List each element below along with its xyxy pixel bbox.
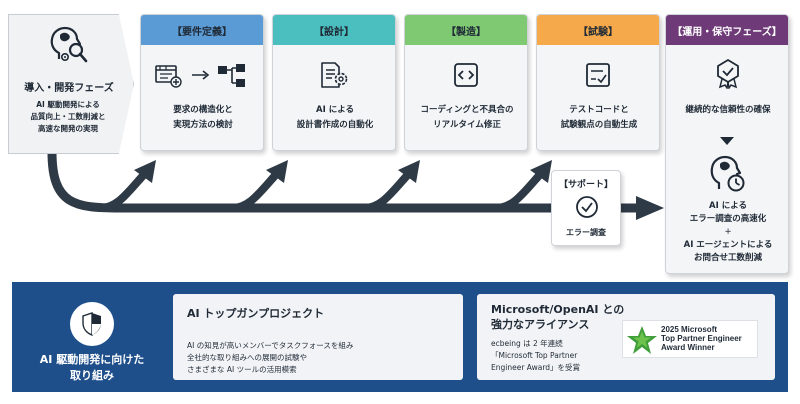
ai-head-clock-icon	[708, 153, 748, 193]
ai-head-search-icon	[45, 23, 89, 67]
branch-arrowhead-2	[266, 160, 288, 183]
branch-arrow-3	[363, 167, 415, 212]
flowchart-icon	[141, 59, 263, 91]
card-body: ecbeing は 2 年連続 「Microsoft Top Partner E…	[491, 339, 581, 372]
phase-header: 【製造】	[405, 15, 527, 45]
intro-box: 導入・開発フェーズ AI 駆動開発による 品質向上・工数削減と 高速な開発の実現	[8, 14, 134, 154]
intro-title: 導入・開発フェーズ	[24, 83, 114, 94]
banner-title: AI 駆動開発に向けた 取り組み	[39, 353, 145, 382]
phase-header: 【運用・保守フェーズ】	[666, 15, 788, 45]
phase-design: 【設計】 AI による 設計書作成の自動化	[272, 14, 396, 151]
phase-header: 【要件定義】	[141, 15, 263, 45]
operations-line1: 継続的な信頼性の確保	[685, 105, 771, 115]
phase-description: 要求の構造化と 実現方法の検討	[173, 105, 233, 130]
check-circle-icon	[575, 195, 599, 219]
operations-lines2: AI による エラー調査の高速化 + AI エージェントによる お問合せ工数削減	[683, 201, 773, 263]
branch-arrowhead-1	[134, 160, 156, 183]
topgun-project-card: AI トップガンプロジェクト AI の知見が高いメンバーでタスクフォースを組み …	[173, 294, 463, 380]
card-title: AI トップガンプロジェクト	[187, 307, 325, 320]
code-icon	[405, 59, 527, 91]
phase-requirements: 【要件定義】 要求の構造化と 実現方法の検討	[140, 14, 264, 151]
phase-description: コーディングと不具合の リアルタイム修正	[420, 105, 514, 130]
phase-header: 【設計】	[273, 15, 395, 45]
branch-arrowhead-3	[398, 160, 420, 183]
branch-arrow-1	[99, 167, 151, 212]
document-gear-icon	[273, 59, 395, 91]
support-header: 【サポート】	[558, 180, 613, 190]
support-label: エラー調査	[566, 228, 606, 237]
phase-testing: 【試験】 テストコードと 試験観点の自動生成	[536, 14, 660, 151]
card-title: Microsoft/OpenAI との 強力なアライアンス	[491, 303, 625, 331]
support-box: 【サポート】 エラー調査	[551, 170, 621, 246]
main-flow-arrowhead	[636, 196, 664, 220]
shield-icon	[70, 302, 114, 346]
phase-description: AI による 設計書作成の自動化	[296, 105, 374, 130]
intro-description: AI 駆動開発による 品質向上・工数削減と 高速な開発の実現	[30, 100, 106, 133]
award-badge: 2025 Microsoft Top Partner Engineer Awar…	[622, 320, 758, 358]
phase-operations: 【運用・保守フェーズ】 継続的な信頼性の確保 AI による エラー調査の高速化 …	[665, 14, 789, 274]
down-arrow-icon	[720, 137, 734, 145]
branch-arrow-2	[231, 167, 283, 212]
branch-arrow-4	[495, 167, 547, 212]
checklist-icon	[537, 59, 659, 91]
award-star-icon	[627, 326, 657, 354]
phase-description: テストコードと 試験観点の自動生成	[560, 105, 638, 130]
card-body: AI の知見が高いメンバーでタスクフォースを組み 全社的な取り組みへの展開の試験…	[187, 341, 354, 374]
award-ribbon-icon	[713, 57, 743, 90]
phase-header: 【試験】	[537, 15, 659, 45]
branch-arrowhead-4	[530, 160, 552, 183]
award-text: 2025 Microsoft Top Partner Engineer Awar…	[661, 325, 742, 352]
phase-build: 【製造】 コーディングと不具合の リアルタイム修正	[404, 14, 528, 151]
initiatives-banner: AI 駆動開発に向けた 取り組み AI トップガンプロジェクト AI の知見が高…	[12, 282, 788, 392]
